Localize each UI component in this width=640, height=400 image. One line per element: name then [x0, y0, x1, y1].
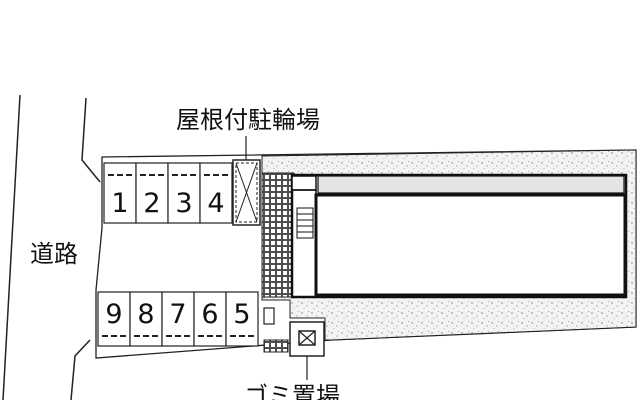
road-edge-right-lower — [70, 339, 91, 400]
parking-lower-row: 9 8 7 6 5 — [97, 291, 259, 347]
road-edge-left — [2, 94, 21, 400]
parking-number: 2 — [143, 188, 160, 219]
parking-number: 1 — [111, 188, 128, 219]
garbage-station — [289, 321, 325, 357]
road-label: 道路 — [30, 240, 78, 268]
parking-number: 8 — [137, 299, 154, 330]
building-corridor — [317, 175, 625, 194]
parking-number: 6 — [201, 299, 218, 330]
stair-top — [291, 175, 317, 191]
parking-number: 3 — [175, 188, 192, 219]
parking-number: 7 — [169, 299, 186, 330]
parking-slot — [199, 162, 233, 224]
parking-number: 9 — [105, 299, 122, 330]
parking-slot — [167, 162, 201, 224]
garbage-label: ゴミ置場 — [244, 382, 340, 400]
building-main — [314, 193, 627, 297]
parking-number: 5 — [233, 299, 250, 330]
meter-box — [263, 307, 275, 325]
walkway-grid — [261, 172, 295, 298]
bicycle-parking-label: 屋根付駐輪場 — [176, 106, 320, 134]
parking-slot — [135, 162, 169, 224]
road-edge-right-upper — [81, 97, 101, 183]
building-left-wing — [291, 189, 317, 298]
parking-number: 4 — [207, 188, 224, 219]
parking-upper-row: 1 2 3 4 — [103, 162, 233, 224]
bicycle-parking — [232, 159, 261, 226]
utility-grid-box — [263, 339, 289, 353]
stair-icon — [296, 207, 314, 239]
